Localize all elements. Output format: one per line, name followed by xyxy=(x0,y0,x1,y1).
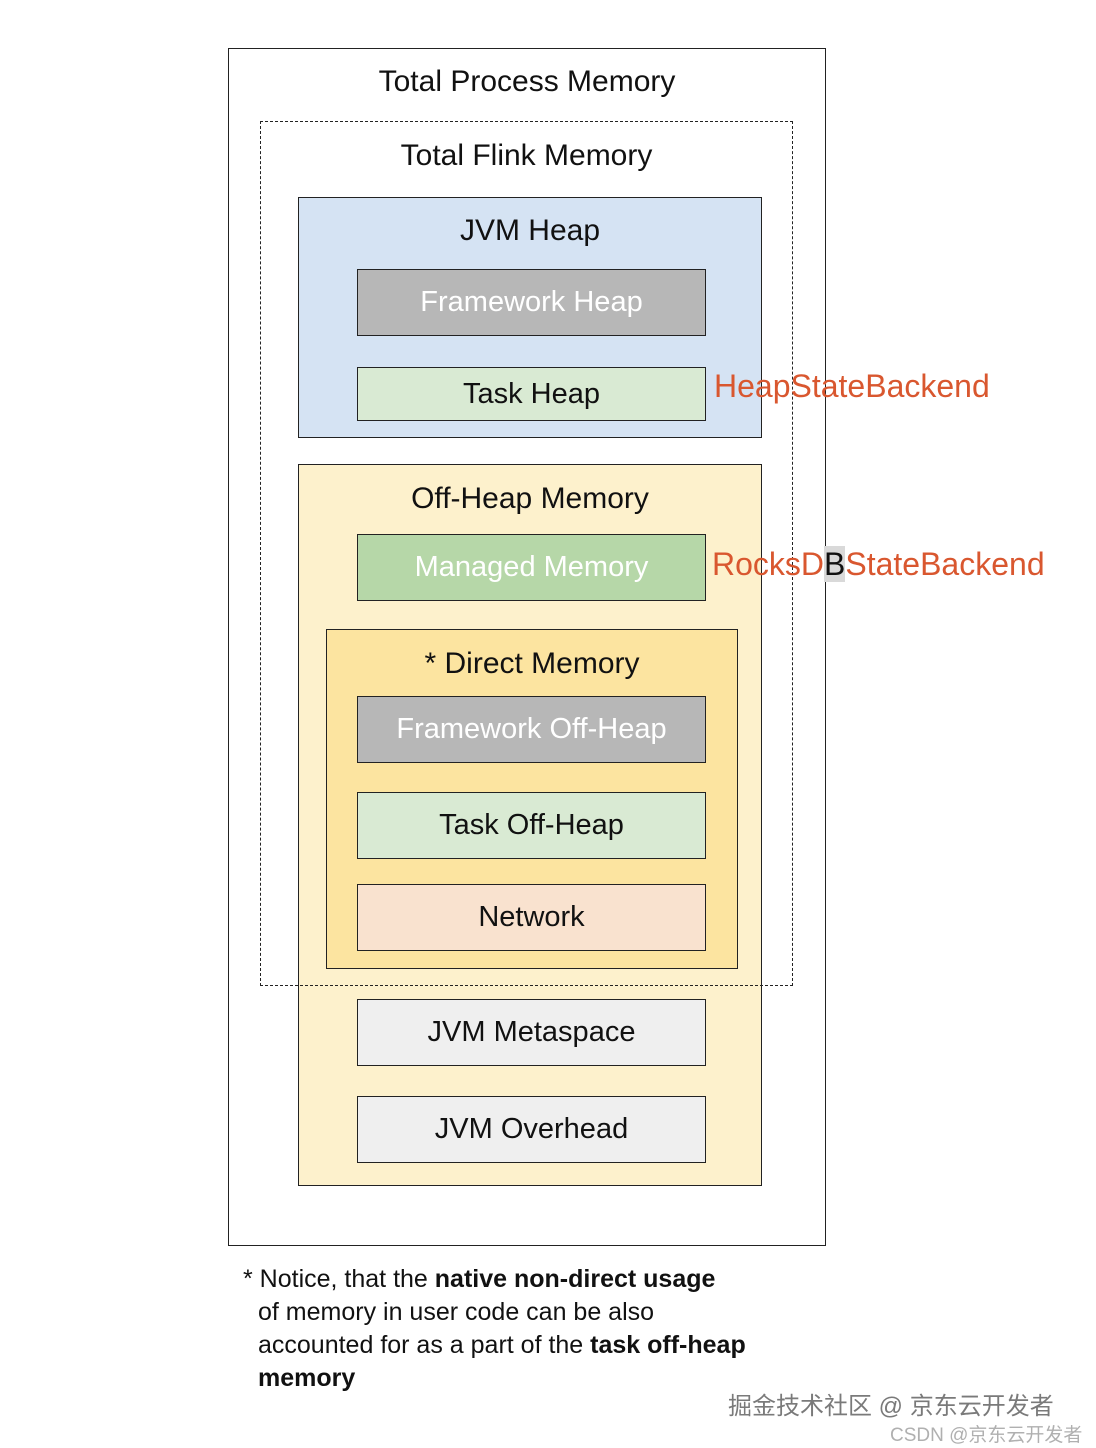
managed-memory-box: Managed Memory xyxy=(357,534,706,601)
watermark-sub: CSDN @京东云开发者 xyxy=(890,1425,1083,1446)
rocksdb-label-part-1: RocksD xyxy=(712,546,825,582)
task-off-heap-box: Task Off-Heap xyxy=(357,792,706,859)
total-flink-memory-title: Total Flink Memory xyxy=(400,139,653,172)
total-process-memory-title: Total Process Memory xyxy=(378,65,676,98)
heap-state-backend-label: HeapStateBackend xyxy=(714,368,990,404)
rocksdb-label-highlight: B xyxy=(824,546,846,582)
jvm-overhead-box: JVM Overhead xyxy=(357,1096,706,1163)
footnote-line-1-text: * Notice, that the xyxy=(243,1265,435,1293)
footnote-line-2-text: of memory in user code can be also xyxy=(258,1298,655,1326)
footnote-line-4-bold: memory xyxy=(258,1364,356,1392)
watermark-main: 掘金技术社区 @ 京东云开发者 xyxy=(728,1393,1054,1420)
network-box: Network xyxy=(357,884,706,951)
off-heap-memory-title: Off-Heap Memory xyxy=(411,482,649,515)
framework-off-heap-box: Framework Off-Heap xyxy=(357,696,706,763)
footnote-line-3: accounted for as a part of the task off-… xyxy=(243,1329,746,1362)
footnote: * Notice, that the native non-direct usa… xyxy=(243,1263,746,1395)
footnote-line-1-bold: native non-direct usage xyxy=(434,1265,716,1293)
rocksdb-state-backend-label: RocksDBStateBackend xyxy=(712,546,1045,583)
task-heap-box: Task Heap xyxy=(357,367,706,421)
direct-memory-title: * Direct Memory xyxy=(424,647,640,680)
jvm-metaspace-box: JVM Metaspace xyxy=(357,999,706,1066)
rocksdb-label-part-2: StateBackend xyxy=(845,546,1045,582)
footnote-line-1: * Notice, that the native non-direct usa… xyxy=(243,1263,746,1296)
footnote-line-4: memory xyxy=(243,1362,746,1395)
footnote-line-2: of memory in user code can be also xyxy=(243,1296,746,1329)
footnote-line-3-bold: task off-heap xyxy=(590,1331,746,1359)
framework-heap-box: Framework Heap xyxy=(357,269,706,336)
footnote-line-3-text: accounted for as a part of the xyxy=(258,1331,591,1359)
jvm-heap-title: JVM Heap xyxy=(459,214,601,247)
total-flink-memory-boundary xyxy=(260,121,793,986)
